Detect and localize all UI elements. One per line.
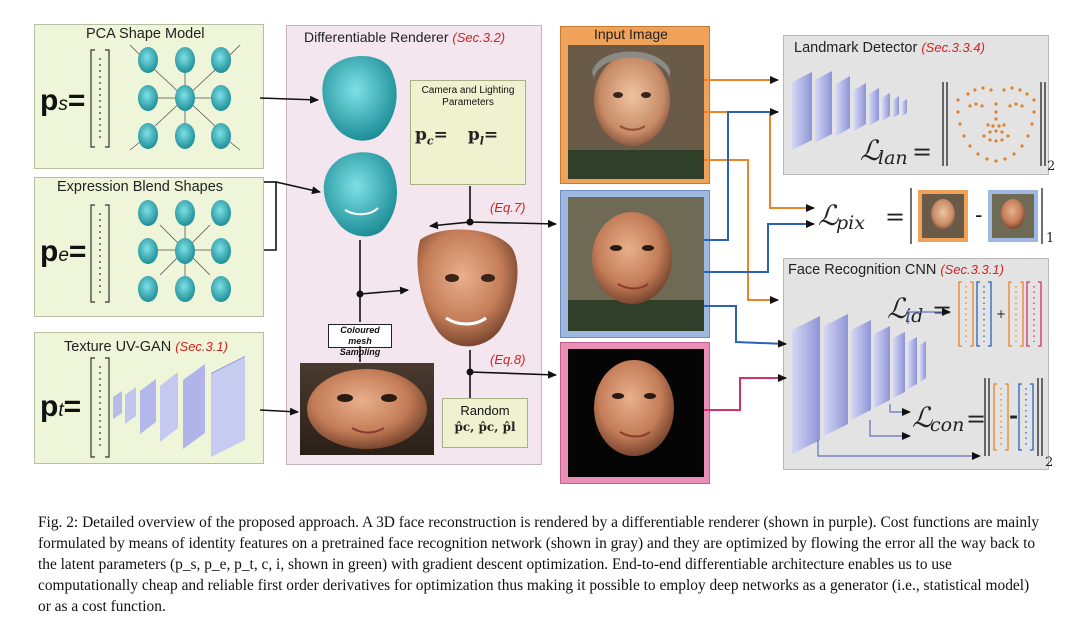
pca-title: PCA Shape Model — [86, 26, 205, 42]
ps-symbol: ps= — [40, 84, 86, 117]
loss-lan-sub: lan — [878, 147, 908, 169]
shape-mesh-head — [322, 55, 397, 141]
loss-id-sub: id — [905, 305, 923, 327]
loss-con-norm: 2 — [1045, 455, 1053, 470]
pt-symbol: pt= — [40, 390, 82, 423]
rendered-face — [417, 229, 518, 347]
loss-pix: ℒ pix = - 1 — [818, 199, 1054, 246]
pink-connector — [704, 374, 787, 411]
loss-lan: ℒ lan = 2 — [860, 134, 1055, 174]
blue-connectors — [704, 108, 815, 348]
camera-lighting-params: pc=pl= — [415, 125, 499, 148]
svg-text:-: - — [1009, 403, 1018, 429]
loss-pix-sub: pix — [836, 212, 865, 234]
caption-text: Detailed overview of the proposed approa… — [38, 514, 1040, 615]
renderer-title: Differentiable Renderer (Sec.3.2) — [304, 29, 506, 45]
loss-id-plus: + — [996, 307, 1006, 321]
expression-title: Expression Blend Shapes — [57, 179, 224, 195]
loss-id-symbol: ℒ — [887, 292, 908, 325]
landmark-cnn-layers — [792, 71, 907, 150]
input-image-title: Input Image — [594, 26, 668, 42]
landmark-title: Landmark Detector (Sec.3.3.4) — [794, 40, 985, 56]
svg-text:=: = — [885, 203, 905, 231]
caption-label: Fig. 2: — [38, 514, 79, 531]
eq8-label: (Eq.8) — [490, 352, 526, 367]
expression-mesh-head — [323, 152, 398, 237]
loss-pix-norm: 1 — [1046, 231, 1054, 246]
random-vars: p̂c, p̂c, p̂l — [454, 420, 516, 434]
pe-symbol: pe= — [40, 235, 87, 268]
random-box: Random p̂c, p̂c, p̂l — [442, 398, 528, 448]
overlay-photo — [568, 197, 704, 331]
facerec-title: Face Recognition CNN (Sec.3.3.1) — [788, 262, 1004, 278]
ps-bracket — [90, 49, 110, 148]
pix-norm-bars — [910, 188, 1043, 244]
diagram-graphics: ℒ lan = 2 ℒ pix = - 1 ℒ id = + ℒ con = -… — [90, 44, 1055, 477]
uv-texture-image — [300, 363, 434, 455]
input-photo — [568, 45, 704, 179]
figure-caption: Fig. 2: Detailed overview of the propose… — [38, 512, 1040, 617]
landmark-dots — [956, 86, 1036, 163]
texture-generator-layers — [113, 356, 245, 457]
svg-text:=: = — [932, 296, 952, 324]
loss-con: ℒ con = - 2 — [912, 401, 1053, 470]
svg-text:=: = — [912, 138, 932, 166]
facerec-internal-arrows — [817, 308, 981, 460]
con-feature-vectors — [984, 378, 1043, 456]
pe-bracket — [90, 204, 110, 303]
camera-lighting-title: Camera and Lighting Parameters — [421, 85, 515, 108]
eq7-label: (Eq.7) — [490, 200, 526, 215]
loss-lan-symbol: ℒ — [860, 134, 881, 167]
random-title: Random — [460, 403, 510, 418]
expression-face-grid — [138, 200, 231, 302]
landmark-norm-bars — [942, 82, 1046, 166]
pt-bracket — [90, 357, 110, 458]
camera-lighting-box: Camera and Lighting Parameters pc=pl= — [410, 80, 526, 185]
pix-thumb-input — [918, 190, 968, 242]
id-feature-vectors — [958, 281, 1042, 347]
loss-lan-norm: 2 — [1047, 159, 1055, 174]
facerec-cnn-layers — [792, 314, 926, 454]
pca-face-grid — [129, 44, 241, 151]
texture-title: Texture UV-GAN (Sec.3.1) — [64, 339, 228, 355]
random-render-photo — [568, 349, 704, 477]
svg-text:-: - — [975, 203, 982, 228]
black-connectors — [259, 95, 557, 416]
loss-con-sub: con — [930, 414, 964, 436]
loss-con-symbol: ℒ — [912, 401, 933, 434]
connector-dots — [356, 218, 474, 376]
pix-thumb-render — [988, 190, 1038, 242]
svg-text:=: = — [966, 405, 986, 433]
loss-id: ℒ id = + — [887, 292, 1006, 327]
loss-pix-symbol: ℒ — [818, 199, 839, 232]
